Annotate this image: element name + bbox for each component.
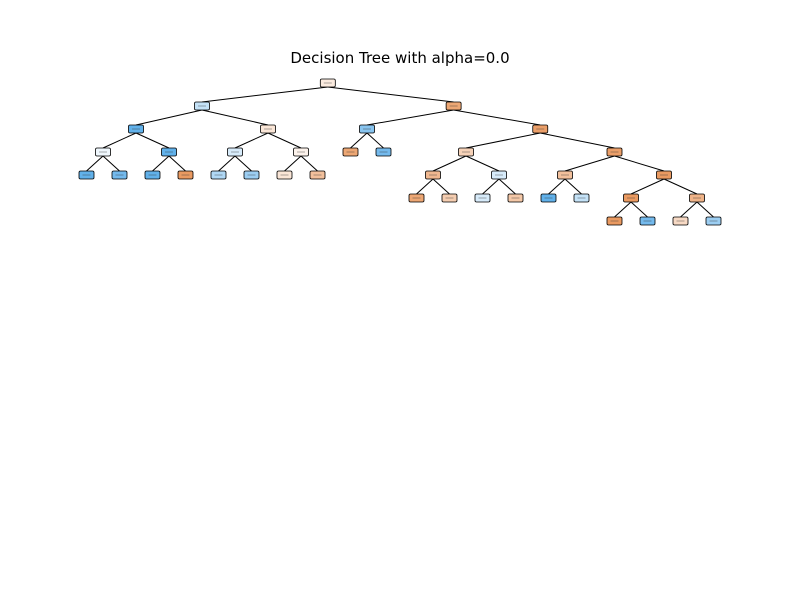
tree-edge bbox=[432, 178, 450, 195]
tree-edge bbox=[86, 155, 104, 172]
tree-edge bbox=[366, 109, 454, 126]
tree-edge bbox=[564, 155, 615, 172]
tree-edge bbox=[366, 132, 384, 149]
tree-edge bbox=[201, 86, 328, 103]
tree-edge bbox=[663, 178, 698, 195]
tree-edge bbox=[680, 201, 698, 218]
tree-edge bbox=[218, 155, 236, 172]
tree-edge bbox=[696, 201, 714, 218]
tree-edge bbox=[201, 109, 269, 126]
tree-edge bbox=[234, 155, 252, 172]
tree-edge bbox=[630, 178, 665, 195]
tree-edge bbox=[548, 178, 566, 195]
tree-edge bbox=[284, 155, 302, 172]
tree-edge bbox=[465, 132, 541, 149]
chart-title: Decision Tree with alpha=0.0 bbox=[290, 49, 510, 67]
tree-edge bbox=[102, 155, 120, 172]
tree-edge bbox=[102, 132, 137, 149]
tree-edge bbox=[350, 132, 368, 149]
tree-edge bbox=[168, 155, 186, 172]
tree-edge bbox=[152, 155, 170, 172]
tree-edge bbox=[564, 178, 582, 195]
tree-edge bbox=[498, 178, 516, 195]
tree-edge bbox=[432, 155, 467, 172]
tree-edge bbox=[135, 132, 170, 149]
tree-edge bbox=[327, 86, 454, 103]
tree-edge bbox=[453, 109, 541, 126]
tree-edge bbox=[300, 155, 318, 172]
tree-edge bbox=[614, 155, 665, 172]
tree-edge bbox=[630, 201, 648, 218]
tree-edge bbox=[482, 178, 500, 195]
tree-edge bbox=[234, 132, 269, 149]
tree-edge bbox=[416, 178, 434, 195]
tree-edge bbox=[540, 132, 615, 149]
tree-edge bbox=[267, 132, 302, 149]
tree-edge bbox=[465, 155, 500, 172]
tree-edge bbox=[135, 109, 203, 126]
tree-edge bbox=[614, 201, 632, 218]
